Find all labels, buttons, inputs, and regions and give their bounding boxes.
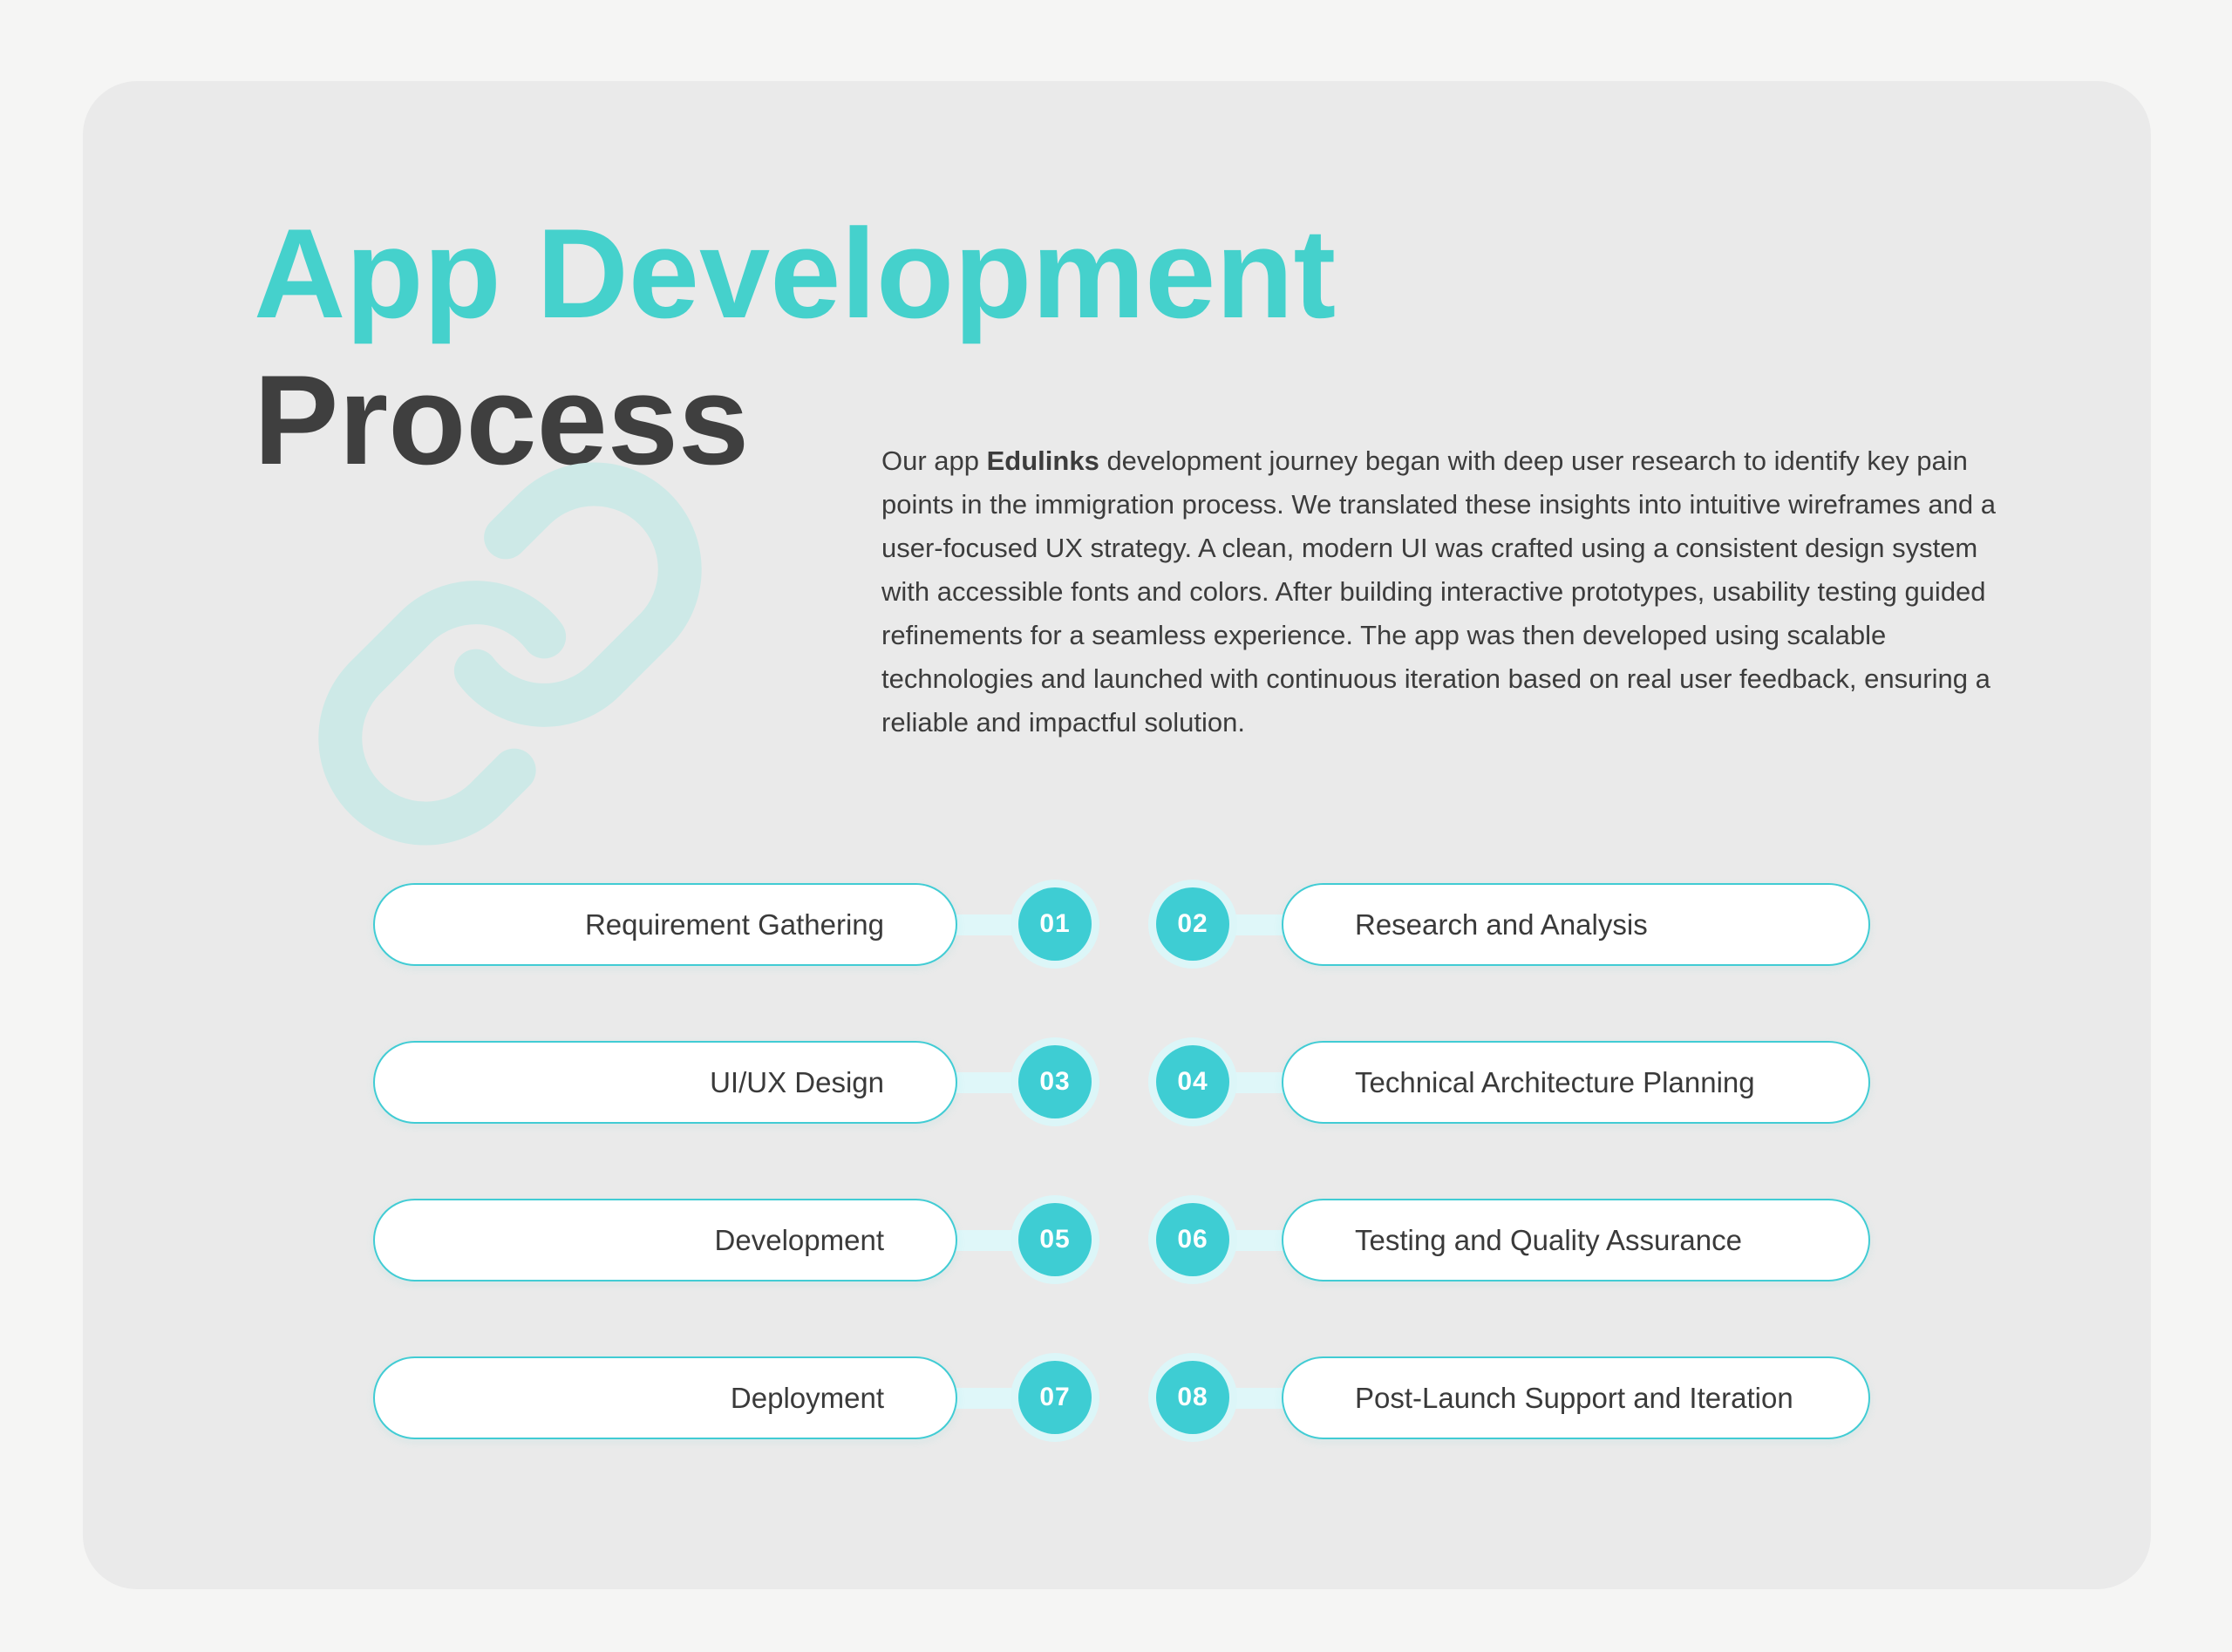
process-step-label: Development [714, 1223, 884, 1256]
step-number-badge: 04 [1148, 1037, 1237, 1126]
step-number-badge: 03 [1011, 1037, 1099, 1126]
step-number-badge: 06 [1148, 1195, 1237, 1284]
process-step-label: Research and Analysis [1355, 908, 1648, 941]
step-number: 03 [1018, 1045, 1092, 1118]
intro-text-start: Our app [881, 445, 987, 476]
process-step-label: Requirement Gathering [584, 908, 884, 941]
process-row: Deployment 07 08 Post-Launch Support and… [0, 1353, 2232, 1442]
page-title-primary: Process [254, 349, 750, 491]
step-number: 06 [1156, 1203, 1229, 1276]
step-number-badge: 01 [1011, 880, 1099, 969]
process-step-pill: Testing and Quality Assurance [1282, 1199, 1870, 1281]
step-number: 07 [1018, 1361, 1092, 1434]
step-number: 01 [1018, 887, 1092, 961]
process-row: Development 05 06 Testing and Quality As… [0, 1195, 2232, 1284]
step-number-badge: 02 [1148, 880, 1237, 969]
process-step-label: Technical Architecture Planning [1355, 1065, 1755, 1098]
step-number-badge: 08 [1148, 1353, 1237, 1442]
brand-name: Edulinks [986, 445, 1099, 476]
process-step-label: Post-Launch Support and Iteration [1355, 1381, 1793, 1414]
process-step-label: UI/UX Design [710, 1065, 884, 1098]
process-step-pill: Requirement Gathering [373, 883, 957, 966]
process-step-label: Testing and Quality Assurance [1355, 1223, 1742, 1256]
process-step-pill: Technical Architecture Planning [1282, 1041, 1870, 1124]
process-step-pill: Development [373, 1199, 957, 1281]
page-title: App Development Process [254, 201, 1336, 493]
chain-link-icon [318, 462, 702, 846]
step-number: 08 [1156, 1361, 1229, 1434]
process-step-label: Deployment [730, 1381, 884, 1414]
process-row: Requirement Gathering 01 02 Research and… [0, 880, 2232, 969]
process-step-pill: Deployment [373, 1356, 957, 1439]
step-number-badge: 05 [1011, 1195, 1099, 1284]
process-step-pill: Post-Launch Support and Iteration [1282, 1356, 1870, 1439]
intro-text-rest: development journey began with deep user… [881, 445, 1996, 738]
step-number: 05 [1018, 1203, 1092, 1276]
process-step-pill: Research and Analysis [1282, 883, 1870, 966]
step-number-badge: 07 [1011, 1353, 1099, 1442]
intro-paragraph: Our app Edulinks development journey beg… [881, 439, 2015, 744]
step-number: 02 [1156, 887, 1229, 961]
process-step-pill: UI/UX Design [373, 1041, 957, 1124]
page-title-accent: App Development [254, 202, 1337, 344]
process-row: UI/UX Design 03 04 Technical Architectur… [0, 1037, 2232, 1126]
step-number: 04 [1156, 1045, 1229, 1118]
